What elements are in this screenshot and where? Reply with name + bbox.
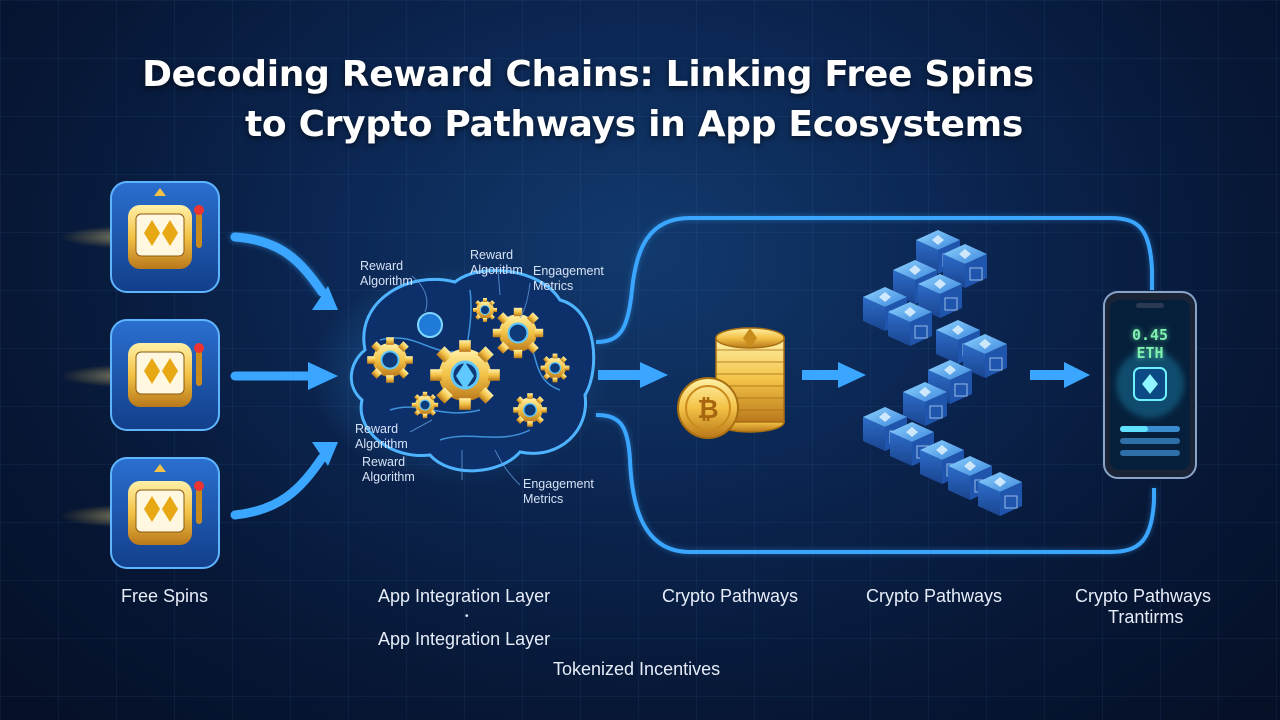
- svg-text:₿: ₿: [697, 395, 718, 425]
- annotation-reward-algorithm-2: Reward Algorithm: [470, 248, 523, 277]
- label-app-integration-layer-2: App Integration Layer: [378, 629, 551, 649]
- annotation-reward-algorithm-3: Reward Algorithm: [355, 422, 408, 451]
- arrow-to-wallet: [1030, 362, 1090, 388]
- annotation-engagement-metrics-2: Engagement Metrics: [523, 477, 594, 506]
- annotation-engagement-metrics-1: Engagement Metrics: [533, 264, 604, 293]
- slot-machine-icon-1: [60, 181, 220, 293]
- title-line-2: to Crypto Pathways in App Ecosystems: [245, 104, 1023, 145]
- arrow-head-3: [312, 442, 338, 466]
- annotation-leaders: [409, 269, 531, 486]
- phone-wallet-icon: [1103, 291, 1197, 479]
- pathway-loop: [595, 216, 1156, 554]
- label-crypto-pathways-2: Crypto Pathways: [866, 586, 1003, 606]
- crypto-coin-stack-icon: ₿: [677, 327, 785, 439]
- arrow-to-blockchain: [802, 362, 866, 388]
- page-title: Decoding Reward Chains: Linking Free Spi…: [0, 50, 1280, 150]
- wallet-balance: 0.45 ETH: [1131, 326, 1169, 362]
- arrows-to-brain: [230, 232, 327, 520]
- label-crypto-pathways-1: Crypto Pathways: [662, 586, 799, 606]
- label-trantirms: Trantirms: [1108, 607, 1184, 627]
- label-free-spins: Free Spins: [121, 586, 209, 606]
- brain-icon: [310, 265, 610, 485]
- label-dot: •: [465, 611, 469, 622]
- label-tokenized-incentives: Tokenized Incentives: [553, 659, 721, 679]
- title-line-1: Decoding Reward Chains: Linking Free Spi…: [142, 54, 1034, 95]
- label-crypto-pathways-3: Crypto Pathways: [1075, 586, 1212, 606]
- annotation-reward-algorithm-4: Reward Algorithm: [362, 455, 415, 484]
- slot-machine-icon-2: [60, 319, 220, 431]
- label-app-integration-layer-1: App Integration Layer: [378, 586, 551, 606]
- annotation-reward-algorithm-1: Reward Algorithm: [360, 259, 413, 288]
- arrow-head-1: [312, 286, 338, 310]
- blockchain-blocks-icon: [862, 229, 1023, 517]
- arrow-to-coins: [598, 362, 668, 388]
- slot-machine-icon-3: [60, 457, 220, 569]
